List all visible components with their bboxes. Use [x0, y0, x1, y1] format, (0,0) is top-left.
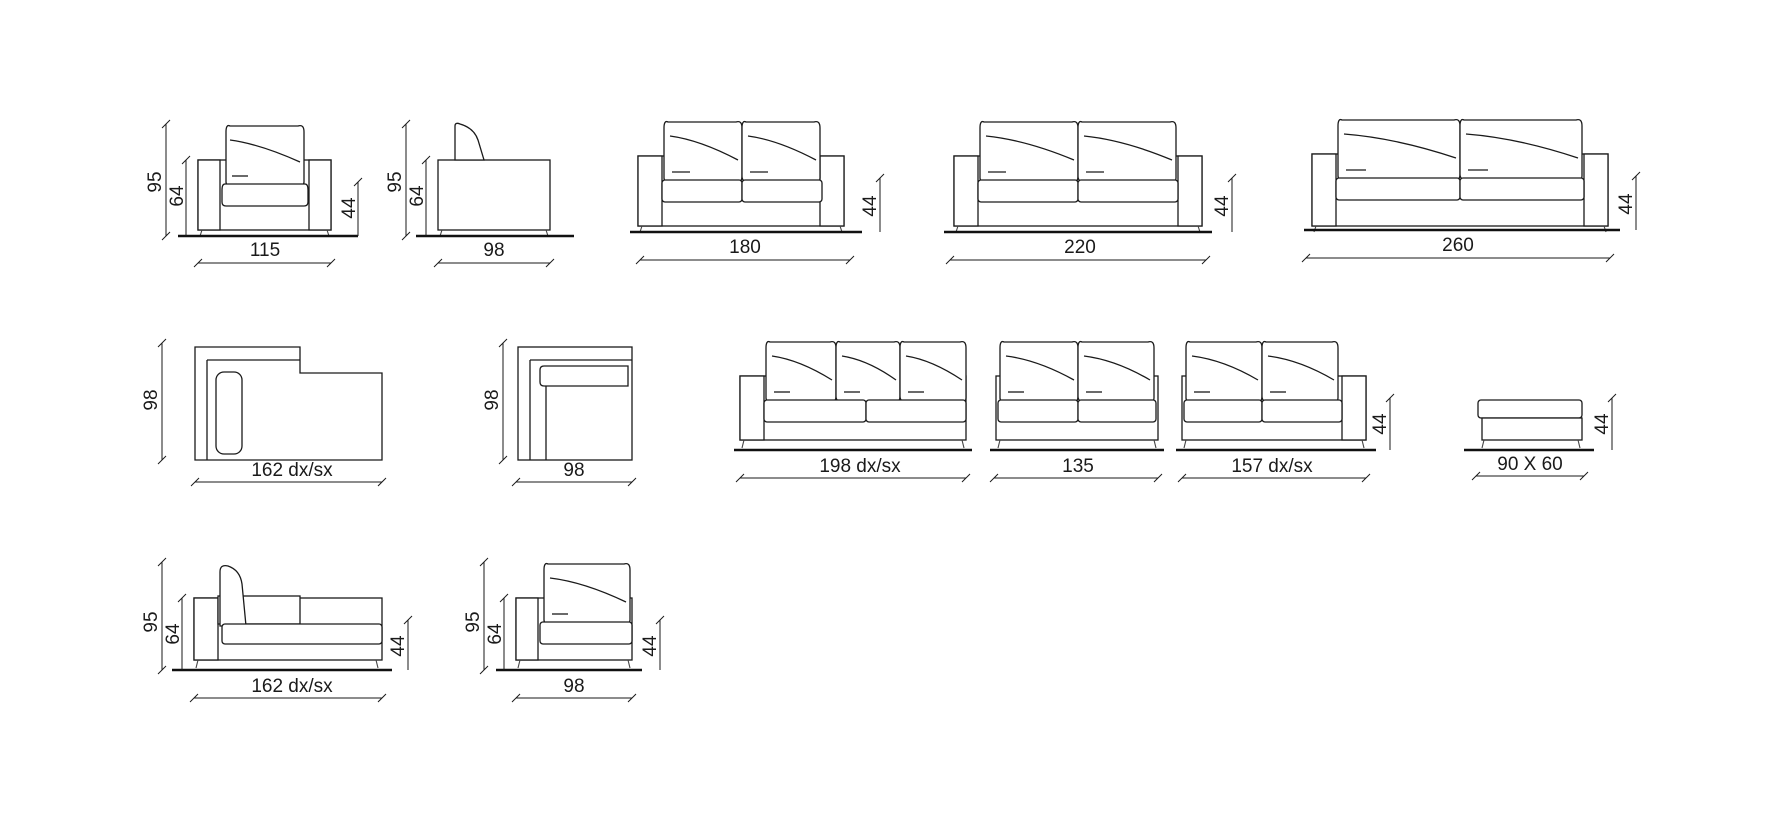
- corner-front-height-seat: 44: [640, 635, 661, 657]
- pouf-height-seat: 44: [1592, 413, 1613, 435]
- corner-front-view: 95 64 44 98: [463, 557, 665, 703]
- pouf-size: 90 X 60: [1497, 454, 1563, 475]
- corner-front-width: 98: [563, 676, 584, 697]
- chaise-side-view: 95 64 44 162 dx/sx: [141, 557, 413, 703]
- side-body: [437, 159, 551, 231]
- module-135-width: 135: [1062, 456, 1094, 477]
- side-backrest: [454, 122, 485, 161]
- corner-front-height-total: 95: [463, 611, 484, 632]
- armchair-seat-cushion: [221, 183, 309, 207]
- sofa-220-height-seat: 44: [1212, 195, 1233, 217]
- sofa-180-height-seat: 44: [860, 195, 881, 217]
- module-157-width: 157 dx/sx: [1231, 456, 1313, 477]
- sofa-180-width: 180: [729, 237, 761, 258]
- sofa-260-width: 260: [1442, 235, 1474, 256]
- chaise-top-width: 162 dx/sx: [251, 460, 333, 481]
- armchair-right-arm: [308, 159, 332, 231]
- sofa-180: 44 180: [630, 120, 885, 265]
- armchair-front-height-arm: 64: [167, 185, 188, 207]
- chaise-side-backrest: [219, 564, 247, 627]
- module-198: 198 dx/sx: [734, 340, 972, 483]
- sofa-220: 44 220: [944, 120, 1237, 265]
- armchair-front-height-seat: 44: [339, 197, 360, 219]
- armchair-side-height-arm: 64: [407, 185, 428, 207]
- armchair-side-height-total: 95: [385, 171, 406, 192]
- armchair-side: 95 64 98: [385, 119, 574, 268]
- module-198-width: 198 dx/sx: [819, 456, 901, 477]
- armchair-front-height-total: 95: [145, 171, 166, 192]
- armchair-left-arm: [197, 159, 221, 231]
- chaise-side-height-seat: 44: [388, 635, 409, 657]
- chaise-side-height-arm: 64: [163, 623, 184, 645]
- sofa-260: 44 260: [1301, 118, 1641, 263]
- module-157: 44 157 dx/sx: [1176, 340, 1395, 483]
- corner-top-depth: 98: [482, 389, 503, 410]
- sofa-220-width: 220: [1064, 237, 1096, 258]
- armchair-side-width: 98: [483, 240, 504, 261]
- armchair-back-cushion: [225, 124, 305, 187]
- module-135: 135: [989, 340, 1164, 483]
- chaise-top-view: 98 162 dx/sx: [141, 338, 387, 487]
- chaise-side-height-total: 95: [141, 611, 162, 632]
- armchair-front: 95 64 44 115: [145, 119, 363, 268]
- corner-top-width: 98: [563, 460, 584, 481]
- armchair-front-width: 115: [250, 240, 280, 261]
- chaise-side-width: 162 dx/sx: [251, 676, 333, 697]
- pouf: 44 90 X 60: [1464, 393, 1617, 481]
- corner-top-view: 98 98: [482, 338, 637, 487]
- corner-front-height-arm: 64: [485, 623, 506, 645]
- chaise-top-depth: 98: [141, 389, 162, 410]
- sofa-260-height-seat: 44: [1616, 193, 1637, 215]
- module-157-height-seat: 44: [1370, 413, 1391, 435]
